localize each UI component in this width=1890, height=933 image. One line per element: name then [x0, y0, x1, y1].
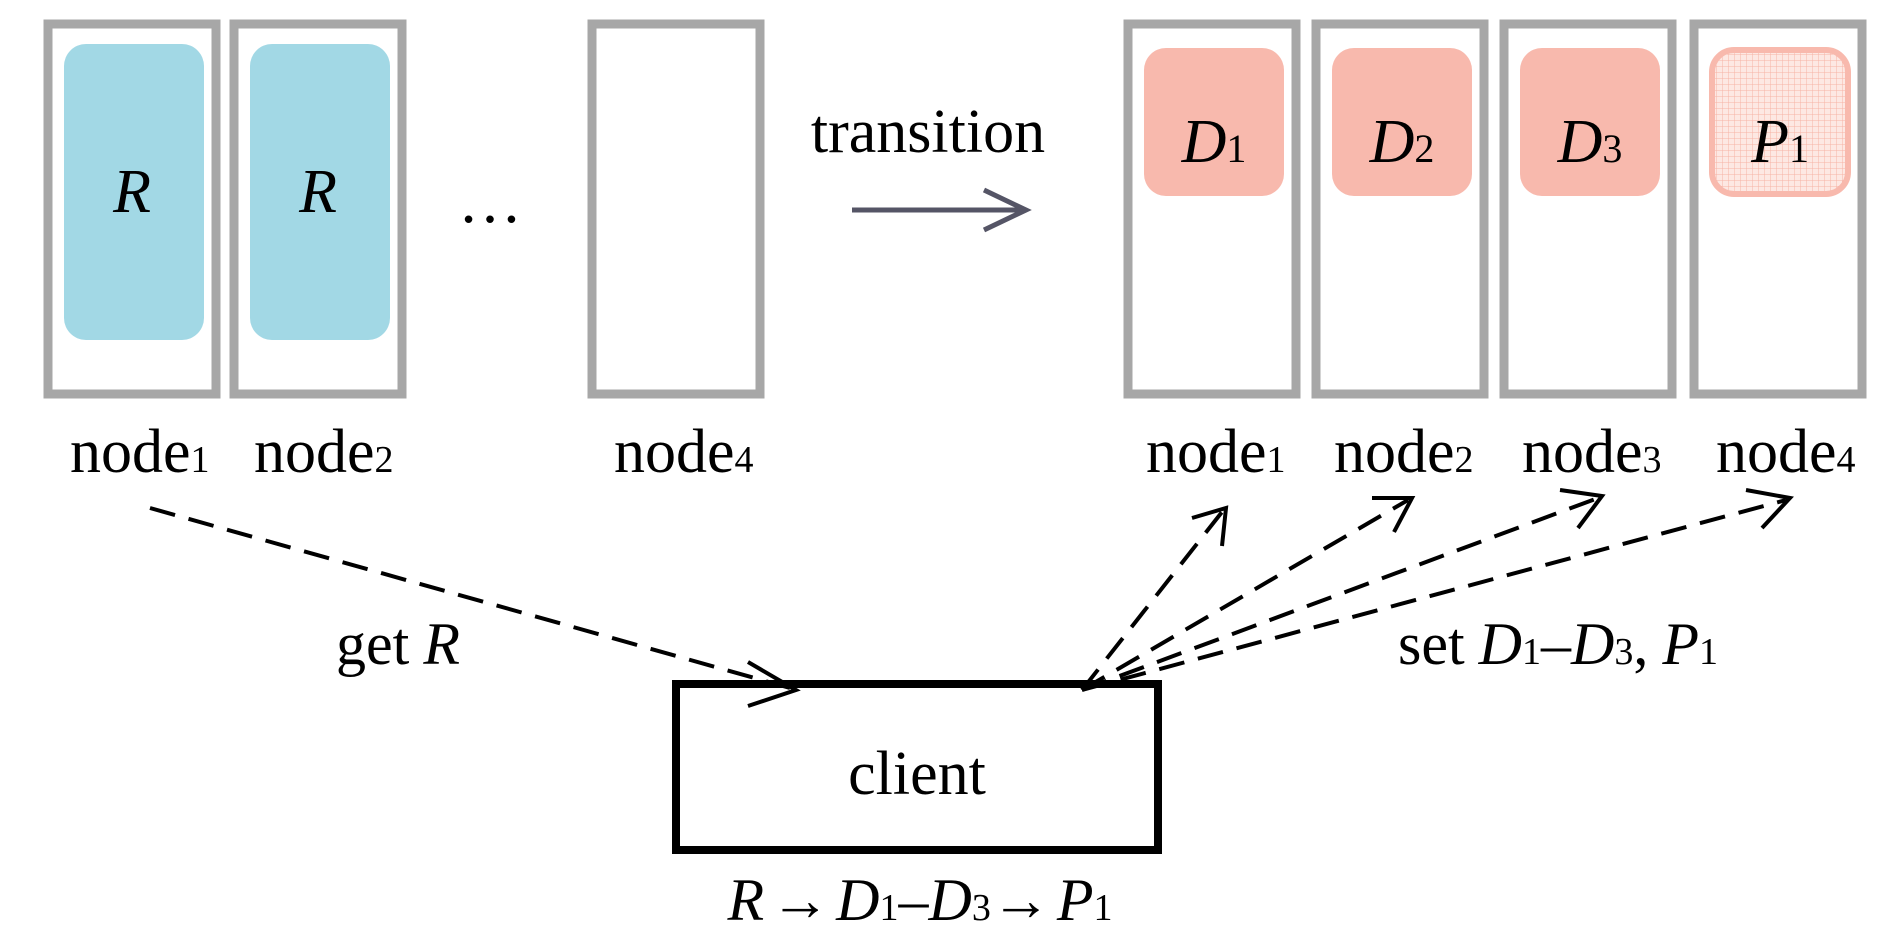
before-node-4 — [587, 19, 765, 399]
data-chunk-block — [1332, 48, 1472, 196]
before-node-2: R — [229, 19, 407, 399]
client-label: client — [848, 740, 986, 808]
transition-label: transition — [811, 98, 1045, 166]
client-box: client — [672, 680, 1162, 854]
replica-label: R — [112, 158, 151, 226]
node-box — [587, 19, 765, 399]
after-node-3: D3 — [1499, 19, 1677, 399]
before-node-1: R — [43, 19, 221, 399]
get-edge — [149, 506, 801, 708]
transition-arrow — [852, 187, 1032, 233]
parity-chunk-label: P1 — [1750, 108, 1809, 176]
after-node-3-label: node3 — [1522, 418, 1662, 486]
before-node-4-label: node4 — [614, 418, 754, 486]
data-chunk-label: D1 — [1181, 108, 1247, 176]
after-node-4-label: node4 — [1716, 418, 1856, 486]
set-edge-node-1 — [1080, 505, 1229, 692]
after-node-4: P1 — [1689, 19, 1867, 399]
set-edge-node-4 — [1081, 488, 1794, 692]
after-node-2-label: node2 — [1334, 418, 1474, 486]
data-chunk-label: D2 — [1369, 108, 1435, 176]
replica-block — [250, 44, 390, 340]
before-node-2-label: node2 — [254, 418, 394, 486]
set-edge-node-3 — [1081, 488, 1606, 692]
client-flow-label: R→D1–D3→P1 — [727, 867, 1113, 933]
set-edge-node-2 — [1080, 496, 1416, 692]
data-chunk-block — [1520, 48, 1660, 196]
replica-block — [64, 44, 204, 340]
before-node-1-label: node1 — [70, 418, 210, 486]
after-node-2: D2 — [1311, 19, 1489, 399]
data-chunk-block — [1144, 48, 1284, 196]
parity-chunk-block — [1709, 47, 1851, 197]
ellipsis: … — [458, 165, 522, 236]
data-chunk-label: D3 — [1557, 108, 1623, 176]
replica-label: R — [298, 158, 337, 226]
after-node-1: D1 — [1123, 19, 1301, 399]
after-node-1-label: node1 — [1146, 418, 1286, 486]
